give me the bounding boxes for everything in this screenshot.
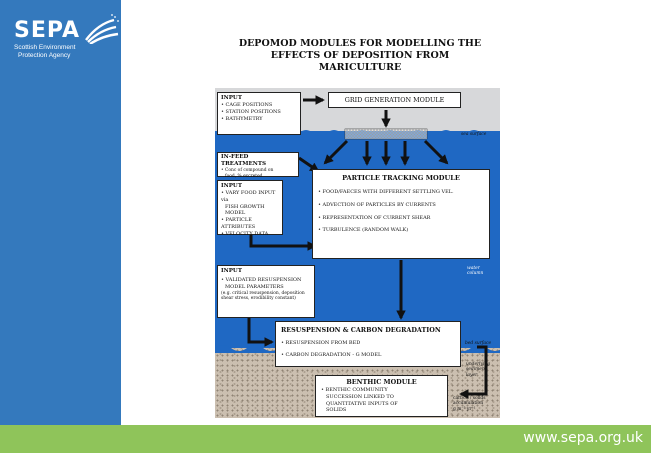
water-column-label-line2: column [467,271,484,277]
input1-item: • BATHYMETRY [221,115,263,122]
benthic-item: QUANTITATIVE INPUTS OF [326,400,398,407]
logo-waves-icon [85,14,119,44]
arrow-cage-down-5 [423,139,449,165]
arrow-infeed-to-particle [298,156,320,173]
input1-item: • STATION POSITIONS [221,108,281,115]
benthic-item: SOLIDS [326,407,347,414]
arrow-cage-down-1 [323,139,349,165]
infeed-line: • Conc of compound on [221,168,274,173]
water-column-label-line1: water [467,266,480,271]
input-box-positions: INPUT • CAGE POSITIONS • STATION POSITIO… [217,92,301,135]
in-feed-treatments-box: IN-FEED TREATMENTS • Conc of compound on… [217,152,299,179]
water-column-label: water column [467,266,483,277]
benthic-title: BENTHIC MODULE [346,378,417,386]
input3-line: • VALIDATED RESUSPENSION [221,277,302,283]
input-box-food: INPUT • VARY FOOD INPUT via FISH GROWTH … [217,180,283,237]
title-line2: EFFECTS OF DEPOSITION FROM [270,50,450,61]
sea-surface-label: sea surface [461,132,487,137]
arrow-input2-to-particle [249,235,317,251]
logo-subtitle-line2: Protection Agency [18,52,71,59]
logo-wordmark: SEPA [14,18,81,43]
input-box-resuspension: INPUT • VALIDATED RESUSPENSION MODEL PAR… [217,265,315,318]
resusp-item: • CARBON DEGRADATION - G MODEL [281,351,382,358]
resuspension-carbon-module: RESUSPENSION & CARBON DEGRADATION • RESU… [275,321,461,367]
benthic-item: • BENTHIC COMMUNITY [321,387,388,393]
title-line3: MARICULTURE [318,62,402,73]
benthic-item: SUCCESSION LINKED TO [326,393,394,400]
logo-subtitle: Scottish Environment Protection Agency [14,44,114,60]
input3-note: (e.g. critical resuspension, deposition [221,290,305,296]
title-line1: DEPOMOD MODULES FOR MODELLING THE [238,38,482,49]
accumulation-label: carbon / solids accumulation g m⁻² yr⁻¹ [453,396,486,412]
footer-bar: www.sepa.org.uk [0,425,651,453]
input3-note: shear stress, erodibility constant) [221,296,296,302]
arrow-resusp-to-benthic [459,345,488,399]
resusp-title: RESUSPENSION & CARBON DEGRADATION [281,326,441,334]
infeed-heading: IN-FEED TREATMENTS [221,154,267,167]
resusp-item: • RESUSPENSION FROM BED [281,340,361,346]
particle-tracking-module: PARTICLE TRACKING MODULE • FOOD/FAECES W… [312,169,490,259]
accum-line1: carbon / solids [453,396,486,401]
underlying-label-line1: underlying [466,362,491,367]
depomod-diagram: INPUT • CAGE POSITIONS • STATION POSITIO… [215,88,500,418]
input3-heading: INPUT [221,268,242,274]
particle-item: • FOOD/FAECES WITH DIFFERENT SETTLING VE… [318,189,454,195]
sepa-logo: SEPA Scottish Environment Protection Age… [14,14,119,60]
particle-module-title: PARTICLE TRACKING MODULE [342,174,460,182]
slide-title: DEPOMOD MODULES FOR MODELLING THE EFFECT… [225,38,495,74]
underlying-label-line3: layer [466,372,478,378]
input2-item: FISH GROWTH MODEL [225,203,265,217]
arrow-input3-to-resusp [247,318,274,347]
accum-line3: g m⁻² yr⁻¹ [453,406,476,412]
particle-item: • ADVECTION OF PARTICLES BY CURRENTS [318,201,436,208]
benthic-module: BENTHIC MODULE • BENTHIC COMMUNITY SUCCE… [315,375,448,417]
underlying-sediment-label: underlying sediment layer [466,362,490,378]
input2-item: • VELOCITY DATA [221,230,269,237]
left-sidebar: SEPA Scottish Environment Protection Age… [0,0,121,425]
particle-item: • TURBULENCE (RANDOM WALK) [318,227,409,234]
grid-module-label: GRID GENERATION MODULE [344,96,445,104]
logo-subtitle-line1: Scottish Environment [14,44,76,51]
infeed-line: food, % excreted [225,173,263,179]
input3-line: MODEL PARAMETERS [225,283,284,290]
grid-generation-module: GRID GENERATION MODULE [328,92,461,108]
footer-url[interactable]: www.sepa.org.uk [523,430,643,446]
particle-item: • REPRESENTATION OF CURRENT SHEAR [318,214,431,221]
input1-heading: INPUT [221,95,242,101]
underlying-label-line2: sediment [466,367,487,373]
bed-surface-label: bed surface [465,341,492,346]
input2-item: • PARTICLE ATTRIBUTES [221,217,256,230]
input1-item: • CAGE POSITIONS [221,102,273,108]
input2-heading: INPUT [221,183,242,189]
input2-item: • VARY FOOD INPUT via [221,190,276,203]
accum-line2: accumulation [453,401,484,407]
